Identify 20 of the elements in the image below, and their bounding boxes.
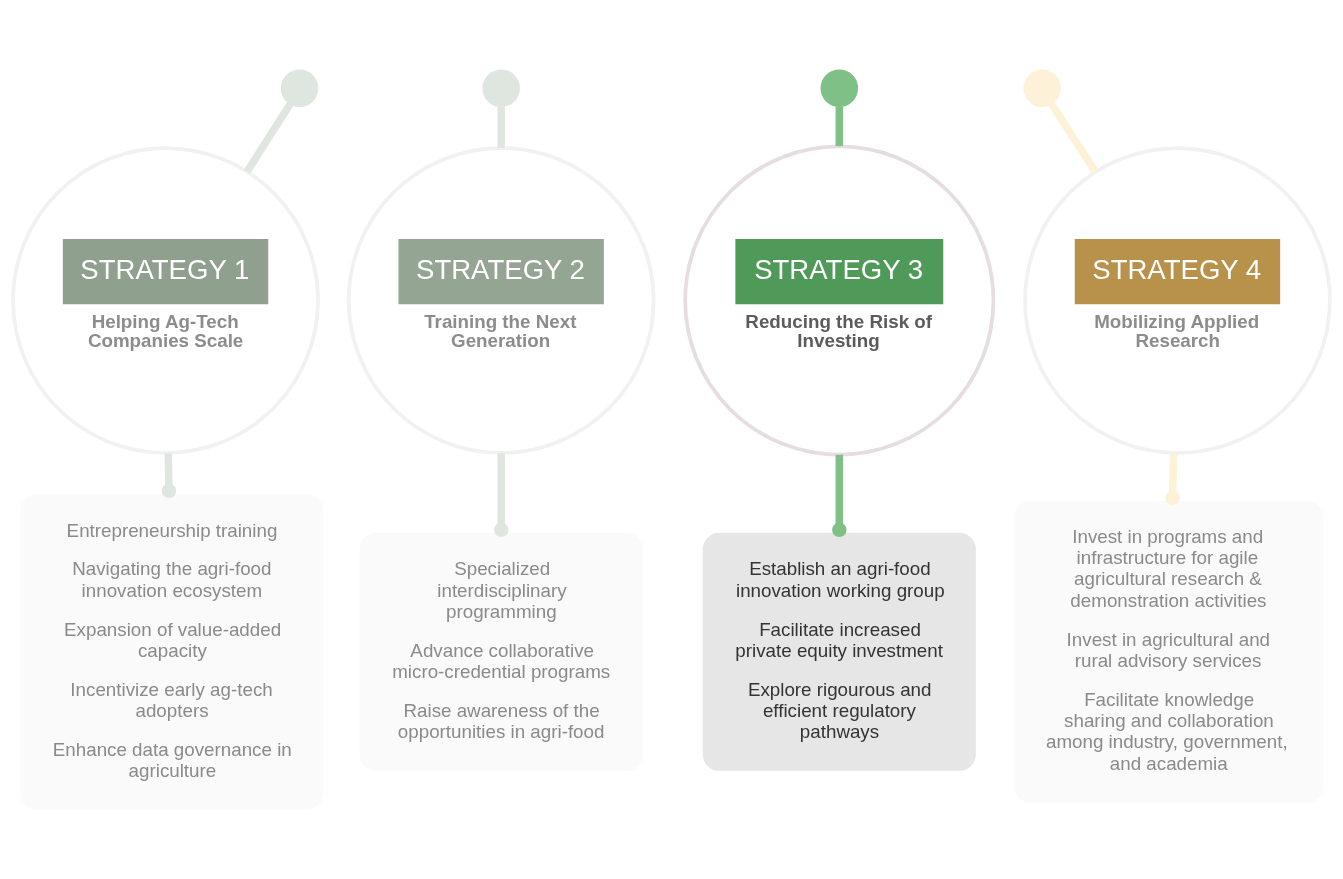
node-text: Invest in programs and infrastructure for agile agricultural research & demonstration activities Invest in agricultural and rural advisory services Facilitate knowledge sharing and collaboration among industry, government, and academia bbox=[1045, 525, 1288, 774]
node-circle: STRATEGY 3 Reducing the Risk of Investing bbox=[683, 144, 996, 457]
connector bbox=[493, 453, 509, 538]
node-circle bbox=[280, 69, 319, 107]
connector bbox=[497, 106, 505, 148]
node-circle: STRATEGY 2 Training the Next Generation bbox=[346, 146, 656, 455]
node-circle: STRATEGY 4 Mobilizing Applied Research bbox=[1023, 146, 1332, 455]
node-text: Entrepreneurship training Navigating the agri-food innovation ecosystem Expansion of value-added capacity Incentivize early ag-tech adopters Enhance data governance in agriculture bbox=[52, 519, 292, 782]
connector bbox=[243, 101, 294, 174]
node-circle: STRATEGY 1 Helping Ag-Tech Companies Scale bbox=[11, 146, 320, 455]
connector bbox=[1165, 453, 1180, 506]
node-circle bbox=[1023, 69, 1061, 107]
connector bbox=[1048, 101, 1099, 174]
node-box: Establish an agri-food innovation working group Facilitate increased private equity investment Explore rigourous and efficient regulatory pathways bbox=[702, 532, 976, 771]
node-circle bbox=[482, 69, 520, 107]
node-circle bbox=[820, 69, 859, 107]
connector bbox=[835, 106, 844, 147]
connector bbox=[832, 454, 847, 538]
node-text: Specialized interdisciplinary programming Advance collaborative micro-credential programs Raise awareness of the opportunities in agri-food bbox=[392, 558, 611, 743]
connector bbox=[161, 453, 177, 498]
